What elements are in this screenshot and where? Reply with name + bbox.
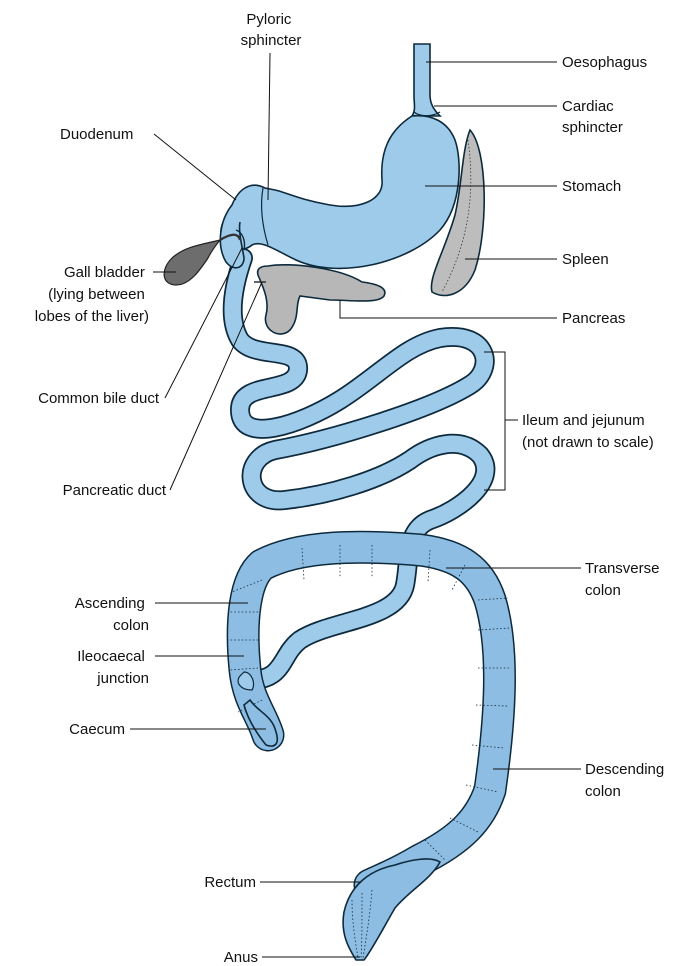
label-spleen: Spleen [562,251,609,268]
label-stomach: Stomach [562,178,621,195]
label-common-bile-duct: Common bile duct [38,390,160,407]
label-pyloric-sphincter: Pyloric sphincter [241,11,302,49]
label-cardiac-sphincter: Cardiac sphincter [562,98,623,136]
label-anus: Anus [224,949,258,966]
colon-body [243,547,499,885]
pancreas [254,265,385,334]
leader-pancreas [340,300,557,318]
large-intestine [228,545,510,885]
label-oesophagus: Oesophagus [562,54,647,71]
label-ileocaecal-junction: Ileocaecal junction [77,648,149,687]
label-rectum: Rectum [204,874,256,891]
oesophagus-shape [412,44,440,116]
label-ascending-colon: Ascending colon [75,595,149,634]
label-transverse-colon: Transverse colon [585,560,664,599]
pancreas-shape [258,265,385,334]
label-descending-colon: Descending colon [585,761,668,800]
leader-pyloric [268,53,270,200]
stomach-shape [221,116,459,269]
gall-bladder-shape [164,240,220,285]
label-duodenum: Duodenum [60,126,133,143]
label-gall-bladder: Gall bladder (lying between lobes of the… [35,264,149,325]
label-pancreas: Pancreas [562,310,625,327]
label-caecum: Caecum [69,721,125,738]
stomach-group [220,44,459,268]
label-pancreatic-duct: Pancreatic duct [63,482,167,499]
label-ileum-jejunum: Ileum and jejunum (not drawn to scale) [522,412,654,451]
leader-lines [130,53,581,957]
leader-duodenum [154,134,236,200]
